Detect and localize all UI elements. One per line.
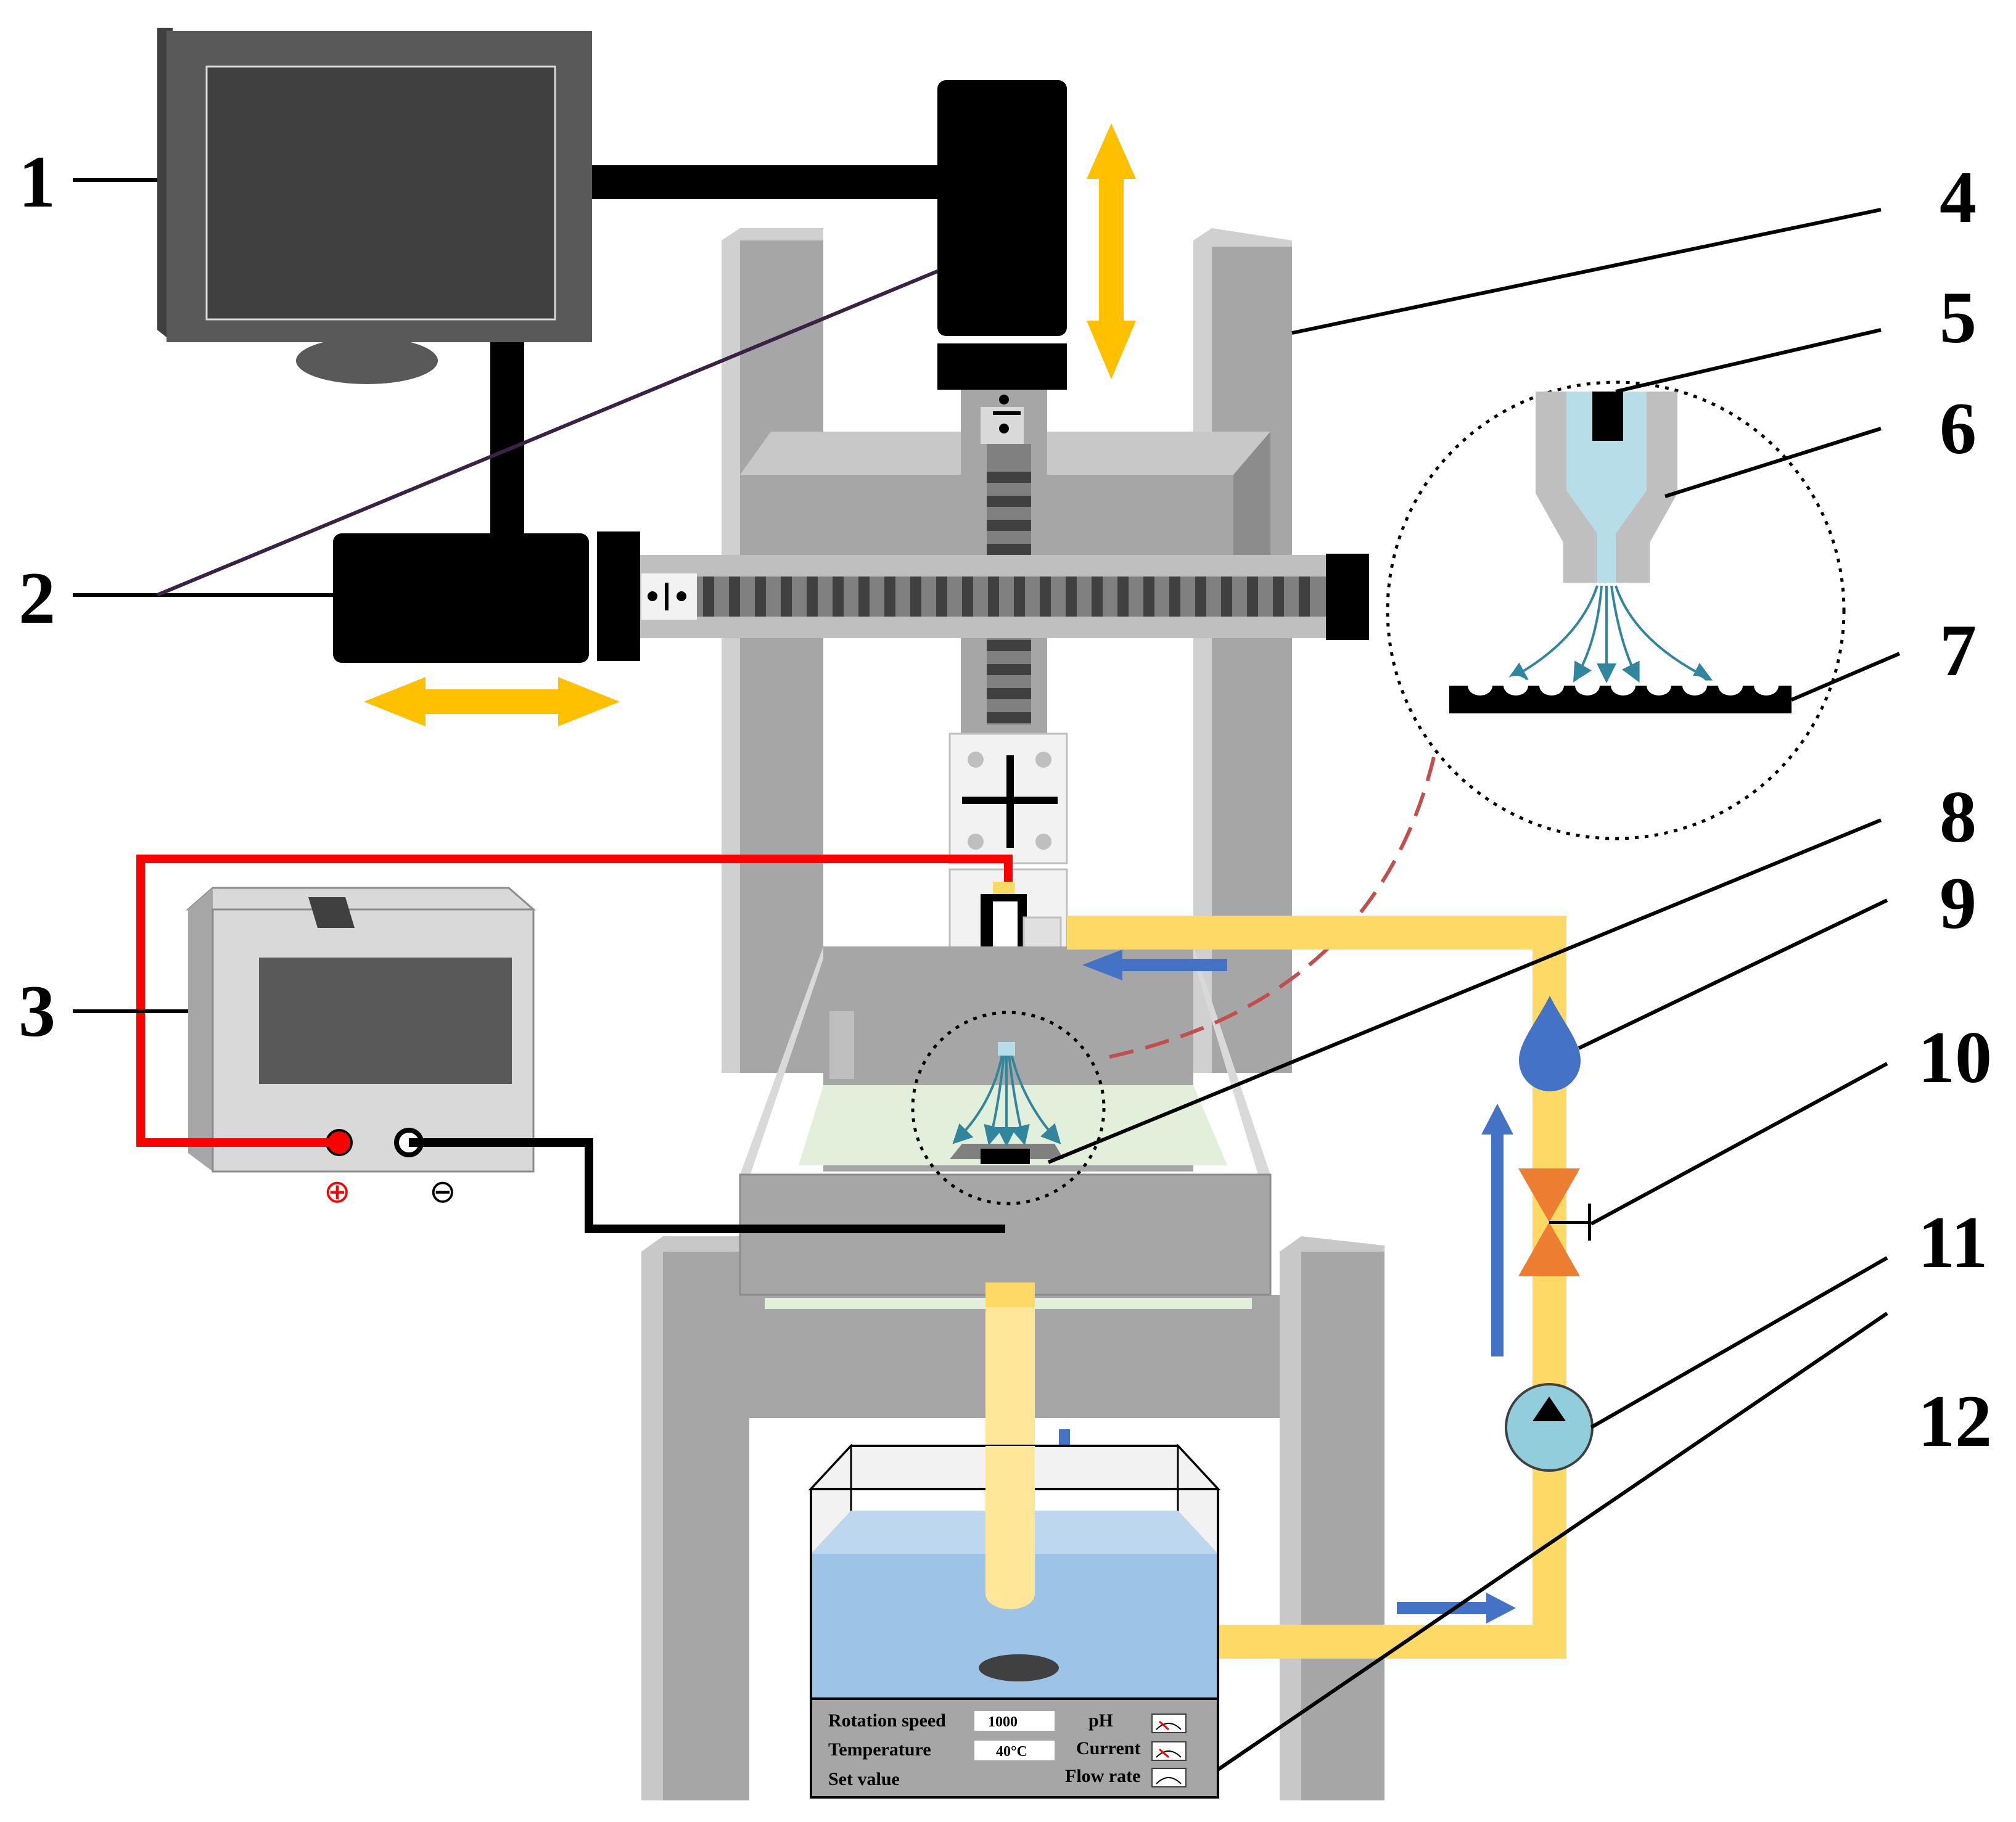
flow-rate-label: Flow rate (1065, 1766, 1140, 1786)
negative-terminal-symbol: ⊖ (429, 1173, 456, 1210)
etched-micro-pit (1647, 676, 1671, 696)
callout-11: 11 (1918, 1201, 1988, 1283)
x-screw-thread (729, 577, 740, 617)
x-screw-thread (910, 577, 921, 617)
callout-12: 12 (1918, 1380, 1992, 1462)
x-screw-thread (1195, 577, 1206, 617)
x-screw-thread (1117, 577, 1129, 617)
x-screw-thread (1247, 577, 1258, 617)
z-screw-thread (987, 520, 1031, 531)
x-screw-thread (1273, 577, 1284, 617)
x-screw-thread (807, 577, 818, 617)
electrode-wire (1592, 392, 1623, 441)
callout-2: 2 (19, 557, 56, 639)
callout-6: 6 (1940, 387, 1977, 469)
z-axis-stepper-motor (937, 80, 1067, 390)
flow-meter (1519, 996, 1581, 1091)
callout-7: 7 (1940, 609, 1977, 691)
z-screw-thread (987, 640, 1031, 651)
flow-direction-arrows (1051, 950, 1516, 1623)
x-screw-thread (936, 577, 947, 617)
z-axis-motion-arrow (1087, 123, 1136, 379)
z-screw-thread (987, 664, 1031, 675)
callout-9: 9 (1940, 862, 1977, 944)
x-screw-thread (781, 577, 792, 617)
x-screw-thread (833, 577, 844, 617)
nozzle-holder-block (948, 732, 1068, 864)
etched-micro-pit (1468, 676, 1492, 696)
x-screw-thread (755, 577, 766, 617)
workpiece-substrate (981, 1149, 1030, 1164)
callout-8: 8 (1940, 776, 1977, 858)
etched-micro-pit (1718, 676, 1743, 696)
current-label: Current (1076, 1738, 1140, 1758)
x-axis-stepper-motor (333, 531, 640, 663)
z-screw-thread (987, 688, 1031, 699)
callout-1: 1 (19, 141, 56, 223)
electrolyte-reservoir (808, 1443, 1221, 1700)
etched-micro-pit (1611, 676, 1635, 696)
callout-leader-lines (73, 178, 1901, 1771)
x-screw-thread (1169, 577, 1180, 617)
ph-label: pH (1088, 1710, 1113, 1731)
temperature-label: Temperature (828, 1739, 931, 1760)
etched-micro-pit (1754, 676, 1779, 696)
x-screw-thread (884, 577, 895, 617)
x-screw-thread (1221, 577, 1232, 617)
etched-micro-pit (1504, 676, 1528, 696)
rotation-speed-display (974, 1711, 1055, 1731)
nozzle-tip (998, 1042, 1015, 1056)
rotation-speed-label: Rotation speed (828, 1710, 946, 1731)
callout-3: 3 (19, 970, 56, 1052)
x-screw-thread (988, 577, 999, 617)
x-screw-thread (858, 577, 870, 617)
etched-micro-pit (1682, 676, 1707, 696)
x-screw-thread (1040, 577, 1051, 617)
x-screw-thread (1092, 577, 1103, 617)
monitor-cable-to-z-motor (592, 165, 937, 199)
rotation-speed-value: 1000 (988, 1714, 1018, 1730)
x-axis-motion-arrow (364, 677, 620, 726)
power-supply-display (259, 958, 512, 1084)
electrolyte-jet-streams (952, 1054, 1061, 1147)
nozzle-detail-inset (1386, 380, 1846, 840)
x-screw-thread (1143, 577, 1154, 617)
callout-5: 5 (1940, 276, 1977, 358)
x-axis-lead-screw (638, 554, 1369, 640)
etched-micro-pit (1575, 676, 1600, 696)
inset-pointer (1106, 757, 1436, 1059)
z-screw-thread (987, 472, 1031, 483)
temperature-display (974, 1741, 1055, 1760)
x-screw-thread (1014, 577, 1025, 617)
etched-micro-pit (1539, 676, 1564, 696)
monitor-cable-to-x-motor (490, 342, 524, 533)
x-screw-thread (962, 577, 973, 617)
positive-terminal-symbol: ⊕ (324, 1173, 351, 1210)
x-screw-thread (1066, 577, 1077, 617)
x-screw-thread (703, 577, 714, 617)
z-screw-thread (987, 544, 1031, 555)
set-value-label: Set value (828, 1769, 900, 1789)
z-screw-thread (987, 496, 1031, 507)
callout-4: 4 (1940, 156, 1977, 238)
throttle-valve (1518, 1168, 1591, 1276)
electrolyte-pump (1505, 1383, 1594, 1472)
temperature-value: 40°C (996, 1744, 1027, 1760)
anode-wire (136, 855, 1013, 1147)
callout-labels: 1 2 3 4 5 6 7 8 9 10 11 12 (19, 141, 1992, 1462)
cathode-wire (409, 1138, 1005, 1233)
z-screw-thread (987, 712, 1031, 723)
dc-power-supply: ⊕ ⊖ (186, 887, 536, 1210)
reservoir-control-panel: Rotation speed 1000 Temperature 40°C Set… (810, 1697, 1219, 1799)
x-screw-thread (1299, 577, 1310, 617)
detail-region-circle (911, 1011, 1106, 1205)
magnetic-stirrer-bar (979, 1654, 1059, 1681)
computer-monitor (157, 28, 592, 384)
callout-10: 10 (1918, 1016, 1992, 1098)
